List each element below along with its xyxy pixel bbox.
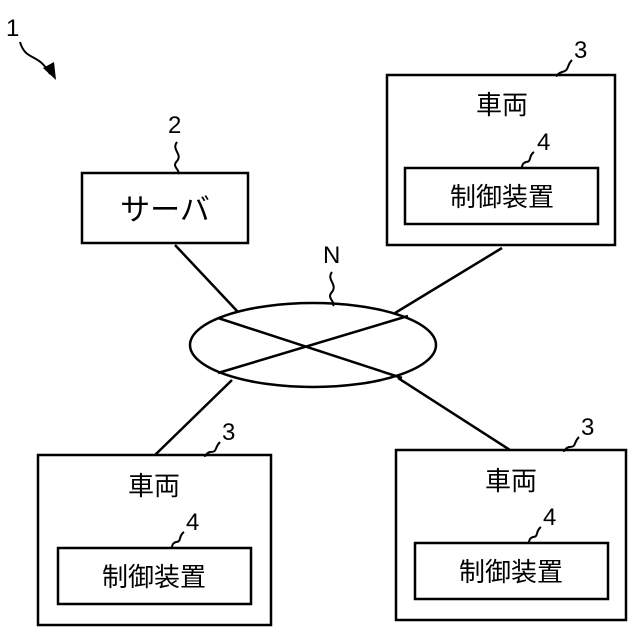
- control-device-ref-label-1: 4: [537, 129, 550, 156]
- edge-vehicle1-network: [395, 248, 502, 313]
- edge-vehicle2-network: [155, 380, 232, 455]
- edge-server-network: [175, 245, 238, 312]
- vehicle-node-2: 車両 3 制御装置 4: [38, 419, 271, 625]
- server-ref-label: 2: [168, 112, 181, 139]
- vehicle-ref-label-1: 3: [574, 37, 587, 64]
- figure-ref-label: 1: [6, 15, 19, 42]
- control-device-label-2: 制御装置: [102, 563, 206, 593]
- vehicle-label-2: 車両: [128, 472, 180, 502]
- control-device-label-3: 制御装置: [459, 558, 563, 588]
- vehicle-label-1: 車両: [476, 91, 528, 121]
- network-ref-leader: [330, 272, 334, 306]
- vehicle-node-1: 車両 3 制御装置 4: [387, 37, 615, 245]
- vehicle-ref-leader-1: [556, 60, 572, 76]
- network: N: [190, 242, 436, 387]
- vehicle-node-3: 車両 3 制御装置 4: [396, 414, 626, 620]
- server-label: サーバ: [120, 193, 210, 228]
- vehicle-label-3: 車両: [485, 467, 537, 497]
- control-device-ref-label-3: 4: [543, 504, 556, 531]
- figure-ref-arrowhead: [43, 62, 56, 80]
- edge-vehicle3-network: [398, 378, 510, 450]
- vehicle-ref-label-3: 3: [581, 414, 594, 441]
- control-device-label-1: 制御装置: [450, 183, 554, 213]
- server-ref-leader: [175, 142, 179, 174]
- vehicle-ref-label-2: 3: [222, 419, 235, 446]
- server-node: サーバ 2: [82, 112, 248, 243]
- control-device-ref-label-2: 4: [186, 509, 199, 536]
- network-ref-label: N: [323, 242, 340, 269]
